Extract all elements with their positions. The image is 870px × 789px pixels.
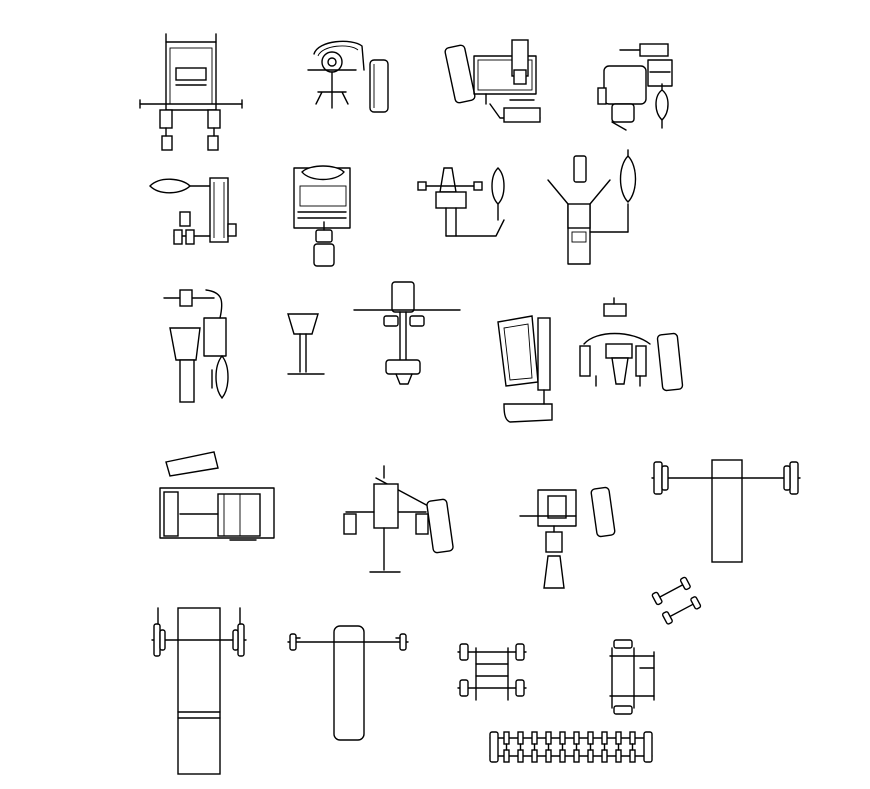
dumbbell-unit-top xyxy=(545,731,552,745)
dumbbell-unit-bottom xyxy=(517,749,524,763)
dumbbell-unit-bottom xyxy=(503,749,510,763)
incline-bench-barbell xyxy=(151,607,247,775)
pec-deck-machine xyxy=(579,297,684,392)
pedestal-stand xyxy=(287,313,325,375)
lat-machine-with-seat xyxy=(163,289,229,403)
dumbbell-pair-rack xyxy=(457,643,527,701)
chest-press-with-pad xyxy=(444,39,541,123)
multi-station-machine xyxy=(139,33,243,151)
dumbbell-unit-top xyxy=(615,731,622,745)
leg-press-frame xyxy=(293,165,351,267)
dumbbell-unit-top xyxy=(573,731,580,745)
t-crossbar-station xyxy=(353,281,461,385)
dumbbell-unit-bottom xyxy=(615,749,622,763)
dumbbell-unit-top xyxy=(559,731,566,745)
dumbbell-unit-bottom xyxy=(545,749,552,763)
rotary-torso-machine xyxy=(343,465,454,573)
vertical-plate-tree xyxy=(609,639,655,715)
dumbbell-unit-bottom xyxy=(573,749,580,763)
arm-curl-station xyxy=(417,167,505,237)
dumbbell-unit-top xyxy=(503,731,510,745)
cable-rack-station xyxy=(159,451,275,541)
dumbbell-unit-bottom xyxy=(587,749,594,763)
side-weight-stack xyxy=(149,177,237,245)
shoulder-press-machine xyxy=(307,40,389,113)
dumbbell-unit-top xyxy=(601,731,608,745)
dumbbell-unit-bottom xyxy=(559,749,566,763)
dumbbells-diagonal xyxy=(651,576,702,625)
seated-fly-machine xyxy=(547,149,637,265)
flat-bench-barbell-large xyxy=(651,459,801,563)
dumbbell-unit-bottom xyxy=(601,749,608,763)
abdominal-machine xyxy=(497,315,553,423)
dumbbell-row-rack xyxy=(489,731,653,763)
dumbbell-unit-top xyxy=(517,731,524,745)
dumbbell-unit-bottom xyxy=(629,749,636,763)
seated-machine-with-stack xyxy=(597,43,673,131)
dumbbell-row-units xyxy=(503,731,636,763)
seated-row-machine xyxy=(519,486,616,589)
dumbbell-unit-bottom xyxy=(531,749,538,763)
dumbbell-unit-top xyxy=(531,731,538,745)
dumbbell-unit-top xyxy=(587,731,594,745)
dumbbell-unit-top xyxy=(629,731,636,745)
flat-bench-barbell-small xyxy=(287,625,409,741)
